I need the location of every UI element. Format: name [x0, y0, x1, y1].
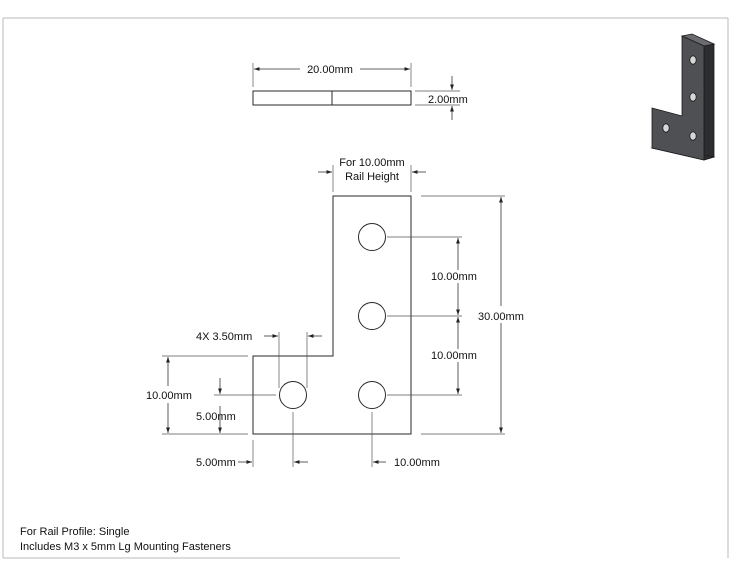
iso-hole-bottom-left: [662, 123, 670, 133]
sheet-frame: [2, 17, 729, 559]
hole-x-offset-label: 5.00mm: [196, 457, 236, 469]
hole-y-offset-label: 5.00mm: [196, 411, 236, 423]
hole-x-spacing-label: 10.00mm: [394, 457, 440, 469]
leg-height-dimension: 10.00mm: [146, 355, 248, 435]
hole-diameter-dimension: 4X 3.50mm: [196, 331, 322, 388]
thickness-label: 2.00mm: [428, 94, 468, 106]
iso-hole-top: [689, 55, 697, 65]
hole-y-offset-dimension: 5.00mm: [196, 378, 276, 433]
hole-bottom-left: [279, 381, 307, 409]
hole-callout-label: 4X 3.50mm: [196, 331, 252, 343]
hole-top: [358, 223, 386, 251]
hole-bottom-right: [358, 381, 386, 409]
notes: For Rail Profile: Single Includes M3 x 5…: [20, 526, 231, 553]
front-view: [252, 195, 412, 435]
hole-pitch-upper-label: 10.00mm: [431, 271, 477, 283]
hole-x-spacing-dimension: 10.00mm: [371, 412, 440, 469]
width-label: 20.00mm: [307, 64, 353, 76]
top-view: [252, 63, 460, 106]
hole-x-offset-dimension: 5.00mm: [196, 412, 308, 469]
rail-height-dimension: For 10.00mm Rail Height: [318, 157, 426, 192]
hole-pitch-dimensions: 10.00mm 10.00mm: [387, 236, 477, 396]
rail-height-line2: Rail Height: [345, 171, 399, 183]
width-dimension: 20.00mm: [254, 64, 410, 76]
note-fasteners: Includes M3 x 5mm Lg Mounting Fasteners: [20, 541, 231, 553]
note-rail-profile: For Rail Profile: Single: [20, 526, 129, 538]
iso-hole-middle: [689, 92, 697, 102]
hole-pitch-lower-label: 10.00mm: [431, 350, 477, 362]
rail-height-line1: For 10.00mm: [339, 157, 404, 169]
overall-height-label: 30.00mm: [478, 311, 524, 323]
iso-hole-bottom-right: [689, 131, 697, 141]
isometric-view: [650, 33, 716, 161]
leg-height-label: 10.00mm: [146, 390, 192, 402]
hole-middle: [358, 302, 386, 330]
overall-height-dimension: 30.00mm: [421, 195, 524, 435]
thickness-dimension: 2.00mm: [428, 76, 468, 120]
